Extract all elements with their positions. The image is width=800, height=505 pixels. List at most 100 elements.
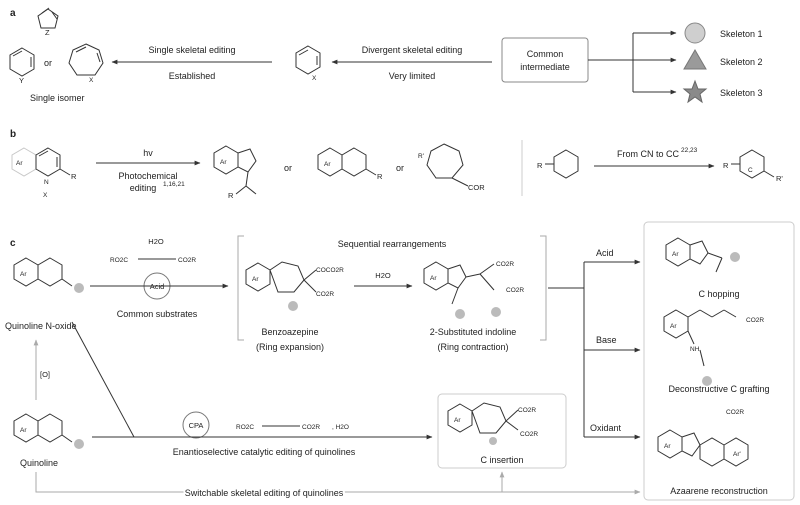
ar-label-insertion: Ar xyxy=(454,417,461,424)
skeleton-1-circle xyxy=(684,22,706,44)
c-insertion-product: Ar CO2R CO2R xyxy=(447,402,538,445)
r-label-benzene: R xyxy=(723,161,729,170)
coco2r-label: COCO2R xyxy=(316,267,344,274)
azaarene-product: Ar Ar' CO2R xyxy=(657,409,749,467)
co2r-label-indoline-1: CO2R xyxy=(496,261,514,268)
benzene-product: R R' C xyxy=(723,149,783,183)
r-prime-label: R' xyxy=(418,153,424,160)
c-hopping-product: Ar xyxy=(665,237,740,273)
skeleton-2-triangle xyxy=(683,49,707,70)
single-isomer-label: Single isomer xyxy=(30,93,85,103)
atom-z: Z xyxy=(45,28,50,37)
ring-contraction-label: (Ring contraction) xyxy=(437,342,508,352)
benzoazepine-label: Benzoazepine xyxy=(261,327,318,337)
cor-label: COR xyxy=(468,183,485,192)
cpa-alkyne-left: RO2C xyxy=(236,424,254,431)
azaarene-label: Azaarene reconstruction xyxy=(670,486,768,496)
oxidation-label: [O] xyxy=(40,370,50,379)
skeleton-1-label: Skeleton 1 xyxy=(720,29,763,39)
r-label-pyridine: R xyxy=(537,161,543,170)
enantioselective-label: Enantioselective catalytic editing of qu… xyxy=(173,447,356,457)
ring-expansion-label: (Ring expansion) xyxy=(256,342,324,352)
ar-label-quinoline: Ar xyxy=(20,427,27,434)
panel-c-label: c xyxy=(10,238,16,249)
quinoline: Ar xyxy=(13,413,84,449)
quinoline-n-oxide-label: Quinoline N-oxide xyxy=(5,321,77,331)
co2r-label-ins-2: CO2R xyxy=(520,431,538,438)
switchable-label: Switchable skeletal editing of quinoline… xyxy=(185,488,344,498)
atom-y: Y xyxy=(19,76,24,85)
sequential-label: Sequential rearrangements xyxy=(338,239,447,249)
divergent-editing-label: Divergent skeletal editing xyxy=(362,45,463,55)
or-text-a: or xyxy=(44,58,52,68)
ar-label-indoline: Ar xyxy=(430,275,437,282)
r-label-b: R xyxy=(71,172,77,181)
r-label-indole: R xyxy=(228,191,234,200)
right-bracket xyxy=(540,235,547,341)
nh-label: NH xyxy=(690,346,700,353)
acid-label: Acid xyxy=(596,248,614,258)
ar-label-azepine: Ar xyxy=(252,276,259,283)
deconstructive-label: Deconstructive C grafting xyxy=(668,384,769,394)
six-membered-ring: Y xyxy=(9,47,35,85)
co2r-label-azepine: CO2R xyxy=(316,291,334,298)
co2r-label-ins-1: CO2R xyxy=(518,407,536,414)
cpa-circle xyxy=(182,411,210,439)
cpa-water: , H2O xyxy=(332,424,349,431)
ar-label-indole: Ar xyxy=(220,159,227,166)
ar-label-b: Ar xyxy=(16,160,23,167)
ar-label-hop: Ar xyxy=(672,251,679,258)
base-label: Base xyxy=(596,335,617,345)
common-intermediate-box xyxy=(501,37,589,83)
diazepine: R' COR xyxy=(418,143,485,192)
ar-prime-label: Ar' xyxy=(733,451,741,458)
alkyne-right: CO2R xyxy=(178,257,196,264)
pyridine: R xyxy=(537,149,579,179)
co2r-label-aza: CO2R xyxy=(726,409,744,416)
skeleton-3-star xyxy=(682,79,708,104)
co2r-label-graft: CO2R xyxy=(746,317,764,324)
pyridinium-substrate: Ar R N X xyxy=(11,147,77,199)
x-label-b: X xyxy=(43,192,48,199)
central-x-ring: X xyxy=(295,45,321,82)
c-insertion-label: C insertion xyxy=(480,455,523,465)
n-acyl-indole: Ar R xyxy=(213,145,257,200)
panel-b-label: b xyxy=(10,129,16,140)
water-mid: H2O xyxy=(375,271,391,280)
hv-label: hv xyxy=(143,148,153,158)
or-text-b2: or xyxy=(396,163,404,173)
n-label-b: N xyxy=(44,179,49,186)
substituted-indoline: Ar CO2R CO2R xyxy=(423,261,524,319)
cn-to-cc-label: From CN to CC xyxy=(617,149,680,159)
ar-label-aza: Ar xyxy=(664,443,671,450)
alkyne-left: RO2C xyxy=(110,257,128,264)
skeleton-2-label: Skeleton 2 xyxy=(720,57,763,67)
deconstructive-product: Ar CO2R NH xyxy=(663,309,764,386)
atom-x-central: X xyxy=(312,75,317,82)
c-label-benzene: C xyxy=(748,167,753,174)
quinoline-n-oxide: Ar xyxy=(13,257,84,293)
five-membered-ring: Z xyxy=(37,7,59,37)
oxidant-label: Oxidant xyxy=(590,423,622,433)
or-text-b1: or xyxy=(284,163,292,173)
common-label: Common xyxy=(527,49,564,59)
indoline-label: 2-Substituted indoline xyxy=(430,327,517,337)
switchable-line xyxy=(35,472,641,495)
quinazoline: Ar R xyxy=(317,147,383,181)
very-limited-label: Very limited xyxy=(389,71,436,81)
seven-membered-ring: X xyxy=(68,43,104,84)
left-bracket xyxy=(237,235,244,341)
established-label: Established xyxy=(169,71,216,81)
cpa-label: CPA xyxy=(189,421,204,430)
benzoazepine: Ar COCO2R CO2R xyxy=(245,261,344,311)
cn-refs: 22,23 xyxy=(681,147,698,154)
ar-label-quinazoline: Ar xyxy=(324,161,331,168)
intermediate-label: intermediate xyxy=(520,62,570,72)
outcomes-box xyxy=(643,221,795,501)
photo-refs: 1,16,21 xyxy=(163,181,185,188)
skeleton-3-label: Skeleton 3 xyxy=(720,88,763,98)
common-substrates-label: Common substrates xyxy=(117,309,198,319)
quinoline-label: Quinoline xyxy=(20,458,58,468)
r-label-quinazoline: R xyxy=(377,172,383,181)
panel-a-label: a xyxy=(10,8,16,19)
